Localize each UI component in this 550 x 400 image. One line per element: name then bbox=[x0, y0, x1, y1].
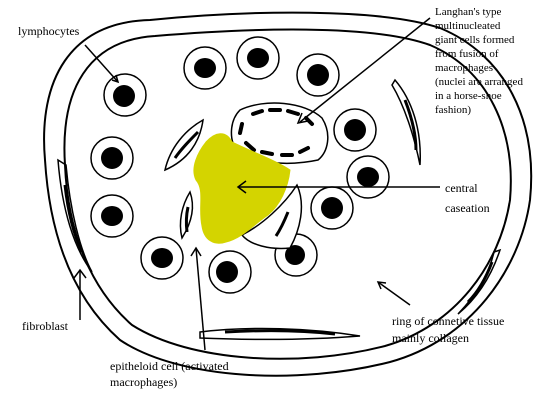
label-ring-line: mainly collagen bbox=[392, 331, 469, 345]
fibroblast-nucleus bbox=[224, 329, 336, 336]
outer-ring-outer bbox=[43, 11, 533, 377]
arrow-ring bbox=[377, 281, 411, 306]
epitheloid-cell bbox=[163, 118, 204, 172]
fibroblast-nucleus bbox=[63, 184, 84, 253]
lymphocyte bbox=[296, 53, 340, 97]
epitheloid-cells bbox=[163, 118, 303, 250]
giant-cell-nuclei bbox=[238, 108, 314, 157]
label-giant-cell: Langhan's type multinucleated giant cell… bbox=[435, 6, 526, 116]
lymphocyte bbox=[236, 36, 280, 80]
lymphocyte bbox=[183, 46, 227, 90]
fibroblast-cell bbox=[199, 327, 361, 341]
label-giant-cell-line: (nuclei are arranged bbox=[435, 76, 523, 88]
label-central-caseation-line: central bbox=[445, 181, 478, 195]
label-lymphocytes: lymphocytes bbox=[18, 24, 80, 38]
fibroblast-shapes bbox=[57, 78, 502, 341]
epitheloid-cell bbox=[179, 190, 194, 240]
annotation-arrows bbox=[73, 17, 440, 351]
fibroblast-cell bbox=[457, 248, 502, 315]
lymphocyte bbox=[333, 108, 377, 152]
label-giant-cell-line: Langhan's type bbox=[435, 6, 502, 18]
label-fibroblast: fibroblast bbox=[22, 319, 69, 333]
label-giant-cell-line: multinucleated bbox=[435, 20, 501, 32]
fibroblast-nucleus bbox=[466, 261, 494, 304]
label-giant-cell-line: fashion) bbox=[435, 104, 471, 116]
label-epitheloid-cell: epitheloid cell (activated macrophages) bbox=[110, 359, 232, 389]
lymphocyte bbox=[90, 194, 134, 238]
label-central-caseation: central caseation bbox=[445, 181, 490, 215]
lymphocyte bbox=[310, 186, 354, 230]
arrow-lymphocytes bbox=[84, 44, 119, 83]
label-giant-cell-line: in a horse-shoe bbox=[435, 90, 502, 102]
label-giant-cell-line: giant cells formed bbox=[435, 34, 515, 46]
lymphocyte bbox=[346, 155, 390, 199]
label-epitheloid-cell-line: epitheloid cell (activated bbox=[110, 359, 229, 373]
fibroblast-cell bbox=[57, 158, 93, 273]
label-giant-cell-line: from fusion of bbox=[435, 48, 499, 60]
lymphocyte bbox=[90, 136, 134, 180]
fibroblast-cell bbox=[391, 78, 421, 166]
central-caseation-area bbox=[193, 133, 291, 244]
fibroblast-nucleus bbox=[403, 99, 418, 151]
lymphocyte bbox=[103, 73, 147, 117]
arrow-epitheloid-cell bbox=[195, 247, 206, 351]
epitheloid-cell bbox=[240, 183, 303, 250]
label-epitheloid-cell-line: macrophages) bbox=[110, 375, 177, 389]
arrow-giant-cell bbox=[299, 17, 431, 123]
label-ring: ring of connetive tissue mainly collagen bbox=[392, 314, 507, 345]
label-central-caseation-line: caseation bbox=[445, 201, 490, 215]
label-ring-line: ring of connetive tissue bbox=[392, 314, 504, 328]
lymphocyte bbox=[140, 236, 184, 280]
lymphocytes bbox=[90, 36, 390, 294]
lymphocyte bbox=[208, 250, 252, 294]
label-giant-cell-line: macrophages bbox=[435, 62, 493, 74]
